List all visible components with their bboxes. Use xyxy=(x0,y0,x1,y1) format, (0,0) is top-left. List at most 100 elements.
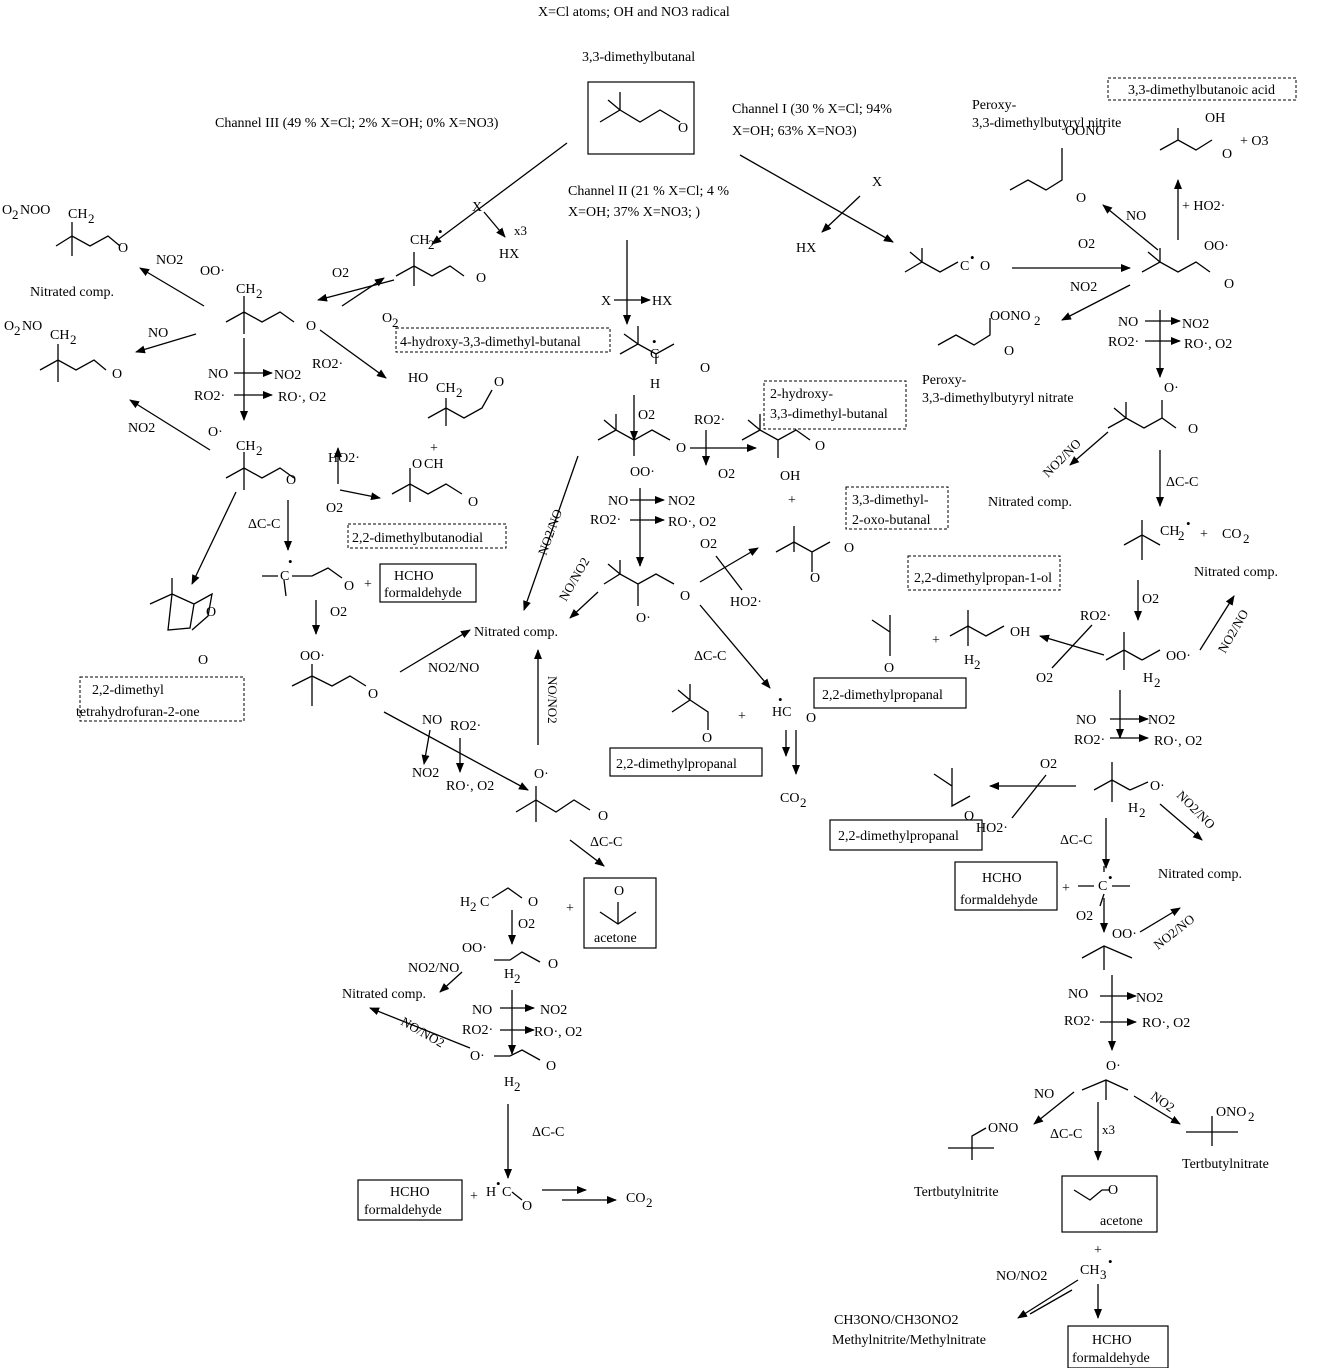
svg-text:2: 2 xyxy=(514,1079,521,1094)
svg-text:O: O xyxy=(614,884,624,899)
svg-text:2: 2 xyxy=(1248,1109,1255,1124)
svg-text:RO·, O2: RO·, O2 xyxy=(446,779,494,794)
svg-text:O: O xyxy=(118,241,128,256)
svg-text:HX: HX xyxy=(796,241,816,256)
svg-text:2: 2 xyxy=(514,971,521,986)
svg-text:O: O xyxy=(494,375,504,390)
svg-text:2: 2 xyxy=(14,323,21,338)
svg-text:+: + xyxy=(738,709,746,724)
svg-text:O2: O2 xyxy=(718,467,735,482)
svg-text:CH: CH xyxy=(50,328,69,343)
svg-text:x3: x3 xyxy=(1102,1122,1115,1137)
svg-text:NO2: NO2 xyxy=(412,766,439,781)
svg-text:OO·: OO· xyxy=(1204,239,1229,254)
svg-text:H: H xyxy=(964,653,974,668)
svg-text:RO2·: RO2· xyxy=(312,357,343,372)
svg-text:O2: O2 xyxy=(330,605,347,620)
svg-text:HCHO: HCHO xyxy=(1092,1333,1132,1348)
svg-text:NO: NO xyxy=(1126,209,1146,224)
svg-text:CO: CO xyxy=(780,791,799,806)
svg-text:NO: NO xyxy=(608,494,628,509)
arrow-channel-i xyxy=(739,154,894,243)
svg-text:O: O xyxy=(678,121,688,136)
svg-text:C: C xyxy=(480,895,489,910)
svg-text:NO2: NO2 xyxy=(1136,991,1163,1006)
svg-text:X: X xyxy=(872,175,882,190)
lactone-label: 2,2-dimethyl xyxy=(92,683,164,698)
svg-text:O: O xyxy=(1188,422,1198,437)
svg-text:H: H xyxy=(486,1185,496,1200)
svg-text:NO2/NO: NO2/NO xyxy=(1151,911,1198,952)
svg-text:2: 2 xyxy=(1178,528,1185,543)
svg-text:+: + xyxy=(788,493,796,508)
svg-text:RO2·: RO2· xyxy=(450,719,481,734)
svg-text:NO2: NO2 xyxy=(1148,713,1175,728)
svg-text:NO2: NO2 xyxy=(540,1003,567,1018)
nitrated-ch1-a: Nitrated comp. xyxy=(988,495,1072,510)
svg-text:RO2·: RO2· xyxy=(194,389,225,404)
svg-text:2: 2 xyxy=(428,237,435,252)
svg-text:O: O xyxy=(815,439,825,454)
svg-text:CH: CH xyxy=(236,439,255,454)
nitrated-ch1-c: Nitrated comp. xyxy=(1158,867,1242,882)
channel-ii-label-2: X=OH; 37% X=NO3; ) xyxy=(568,205,700,220)
svg-text:OO·: OO· xyxy=(1166,649,1191,664)
svg-text:O: O xyxy=(476,271,486,286)
svg-text:ΔC-C: ΔC-C xyxy=(532,1125,564,1140)
svg-text:CH: CH xyxy=(436,381,455,396)
acylperoxy-radical xyxy=(1141,248,1211,273)
svg-text:NO: NO xyxy=(22,319,42,334)
svg-text:O2: O2 xyxy=(1076,909,1093,924)
svg-text:•: • xyxy=(496,1176,501,1191)
svg-text:HX: HX xyxy=(652,294,672,309)
svg-text:O: O xyxy=(1076,191,1086,206)
svg-text:+: + xyxy=(470,1189,478,1204)
svg-text:O2: O2 xyxy=(332,266,349,281)
svg-text:O: O xyxy=(806,711,816,726)
svg-text:O: O xyxy=(598,809,608,824)
svg-text:O·: O· xyxy=(636,611,651,626)
svg-text:•: • xyxy=(1108,1254,1113,1269)
svg-text:O·: O· xyxy=(534,767,549,782)
svg-text:O2: O2 xyxy=(1142,592,1159,607)
svg-text:+ O3: + O3 xyxy=(1240,134,1269,149)
svg-text:O2: O2 xyxy=(700,537,717,552)
svg-text:ΔC-C: ΔC-C xyxy=(590,835,622,850)
svg-text:3: 3 xyxy=(1100,1267,1107,1282)
svg-text:H: H xyxy=(504,967,514,982)
svg-text:RO2·: RO2· xyxy=(694,413,725,428)
svg-text:OO·: OO· xyxy=(630,465,655,480)
svg-text:2: 2 xyxy=(256,443,263,458)
acyl-radical xyxy=(904,248,959,273)
svg-text:NO: NO xyxy=(1118,315,1138,330)
svg-text:O: O xyxy=(1222,147,1232,162)
hydroxy2-label: 2-hydroxy- xyxy=(770,387,833,402)
svg-text:2: 2 xyxy=(646,1195,653,1210)
tbnitrate-label: Tertbutylnitrate xyxy=(1182,1157,1269,1172)
svg-text:+: + xyxy=(932,633,940,648)
svg-text:+: + xyxy=(1200,527,1208,542)
svg-text:RO2·: RO2· xyxy=(1064,1014,1095,1029)
svg-text:RO2·: RO2· xyxy=(1108,335,1139,350)
channel-i-label: Channel I (30 % X=Cl; 94% xyxy=(732,102,892,117)
svg-text:RO2·: RO2· xyxy=(462,1023,493,1038)
svg-text:2: 2 xyxy=(470,899,477,914)
svg-text:•: • xyxy=(1186,516,1191,531)
svg-text:HCHO: HCHO xyxy=(390,1185,430,1200)
svg-text:2: 2 xyxy=(256,286,263,301)
propanol-label: 2,2-dimethylpropan-1-ol xyxy=(914,571,1052,586)
svg-text:formaldehyde: formaldehyde xyxy=(384,586,462,601)
svg-text:O: O xyxy=(412,457,422,472)
butanodial-label: 2,2-dimethylbutanodial xyxy=(352,531,483,546)
svg-text:HCHO: HCHO xyxy=(982,871,1022,886)
diagram-title: X=Cl atoms; OH and NO3 radical xyxy=(538,5,730,20)
svg-text:OO·: OO· xyxy=(1112,927,1137,942)
hydroxy2-label-2: 3,3-dimethyl-butanal xyxy=(770,407,888,422)
acetone-label-b: acetone xyxy=(1100,1214,1143,1229)
svg-text:H: H xyxy=(1128,801,1138,816)
svg-text:2: 2 xyxy=(800,795,807,810)
svg-text:O: O xyxy=(1004,344,1014,359)
svg-text:RO·, O2: RO·, O2 xyxy=(278,390,326,405)
lactone-label-2: tetrahydrofuran-2-one xyxy=(76,705,200,720)
svg-text:•: • xyxy=(438,224,443,239)
